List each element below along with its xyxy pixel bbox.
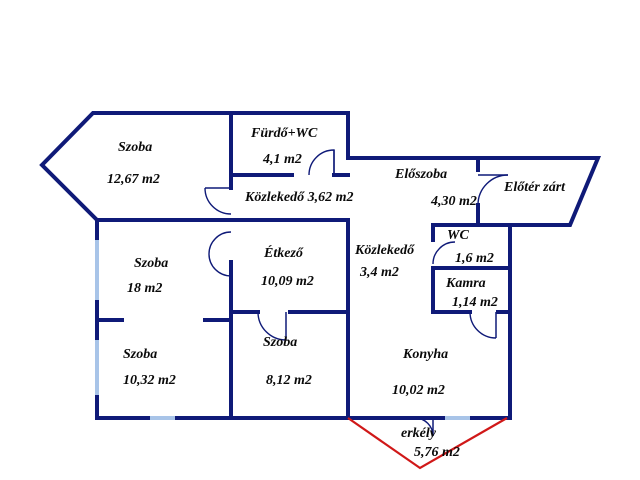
doors (204, 149, 509, 437)
room-name-kamra: Kamra (445, 276, 486, 291)
room-area-szoba-4: 8,12 m2 (266, 373, 312, 388)
balcony-outline (347, 417, 508, 470)
room-area-eloszoba: 4,30 m2 (430, 194, 477, 209)
room-name-eloszoba: Előszoba (394, 167, 447, 182)
room-name-kozlekedo-1: Közlekedő 3,62 m2 (244, 190, 354, 205)
room-area-erkely: 5,76 m2 (414, 445, 460, 460)
room-name-kozlekedo-2: Közlekedő (354, 243, 415, 258)
room-name-etkezo: Étkező (263, 244, 304, 261)
room-name-szoba-1: Szoba (118, 140, 152, 155)
room-area-furdo-wc: 4,1 m2 (262, 152, 302, 167)
room-area-etkezo: 10,09 m2 (261, 274, 314, 289)
room-area-kozlekedo-2: 3,4 m2 (359, 265, 399, 280)
room-name-erkely: erkély (401, 426, 437, 441)
room-area-wc: 1,6 m2 (455, 251, 494, 266)
windows (95, 240, 470, 420)
interior-walls (95, 111, 512, 420)
room-name-szoba-3: Szoba (123, 347, 157, 362)
room-area-szoba-3: 10,32 m2 (123, 373, 176, 388)
room-name-furdo-wc: Fürdő+WC (250, 126, 318, 141)
room-name-eloter: Előtér zárt (503, 180, 566, 195)
room-area-kamra: 1,14 m2 (452, 295, 498, 310)
room-name-szoba-2: Szoba (134, 256, 168, 271)
room-area-konyha: 10,02 m2 (392, 383, 445, 398)
room-name-konyha: Konyha (402, 347, 448, 362)
room-name-wc: WC (447, 228, 469, 243)
room-name-szoba-4: Szoba (263, 335, 297, 350)
room-area-szoba-2: 18 m2 (127, 281, 162, 296)
room-area-szoba-1: 12,67 m2 (107, 172, 160, 187)
